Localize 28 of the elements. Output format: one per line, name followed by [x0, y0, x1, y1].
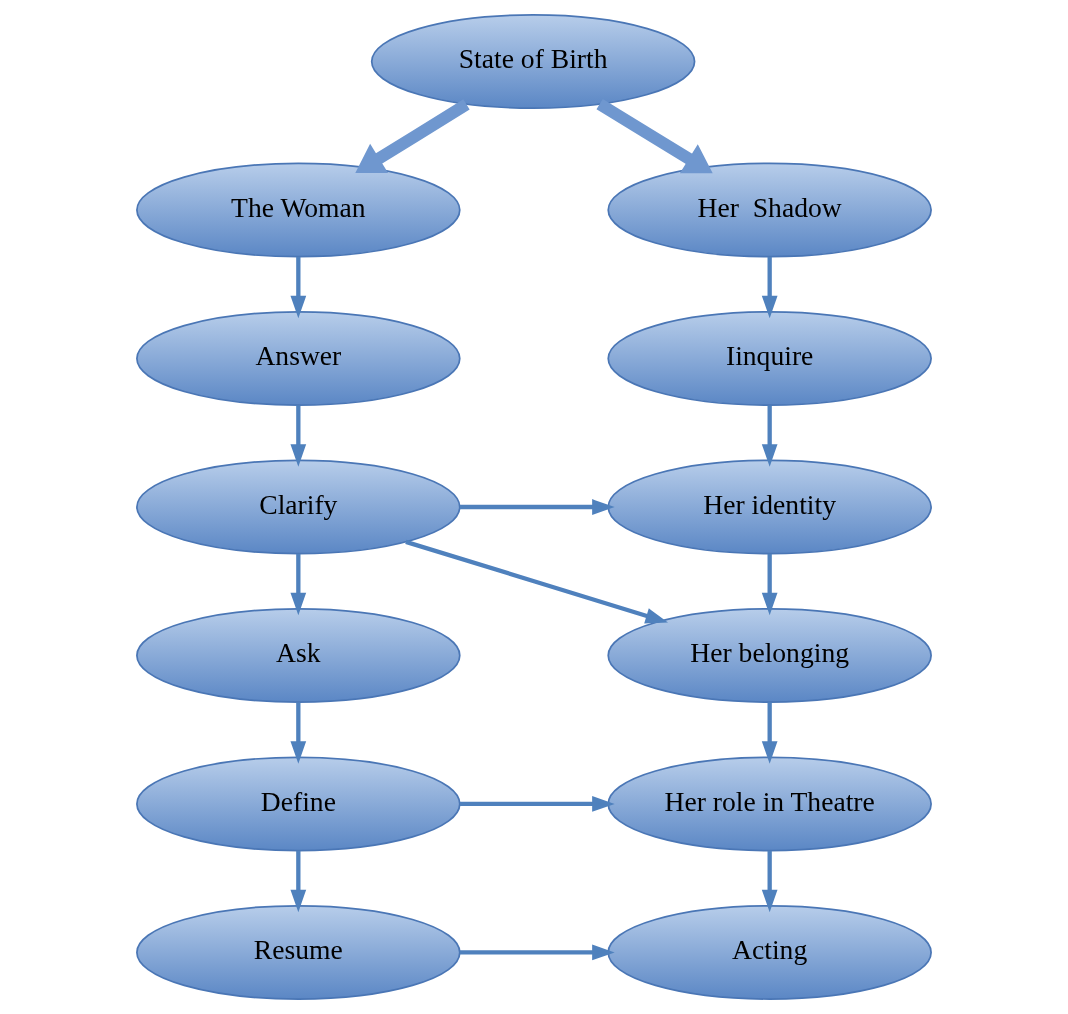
- arrow: [459, 944, 615, 961]
- arrow: [290, 702, 307, 764]
- node-ellipse: Acting: [607, 904, 932, 1000]
- arrow: [290, 850, 307, 913]
- arrow: [761, 405, 778, 467]
- node-ellipse: Her Shadow: [607, 162, 932, 258]
- arrow: [761, 553, 778, 616]
- arrow: [459, 796, 615, 812]
- arrow: [355, 99, 470, 174]
- node-ellipse: The Woman: [136, 162, 461, 258]
- node-ellipse: Answer: [136, 311, 461, 406]
- node-ellipse: Her role in Theatre: [607, 756, 932, 852]
- arrow: [761, 850, 778, 913]
- node-ellipse: Clarify: [136, 459, 461, 555]
- arrow: [459, 499, 615, 515]
- arrow: [290, 256, 307, 319]
- node-ellipse: State of Birth: [370, 14, 696, 110]
- arrow: [290, 553, 307, 616]
- arrow: [290, 405, 307, 467]
- arrow: [596, 98, 713, 174]
- arrow: [761, 702, 778, 764]
- node-ellipse: Resume: [136, 904, 461, 1000]
- node-ellipse: Her identity: [607, 459, 932, 555]
- node-ellipse: Iinquire: [607, 311, 932, 406]
- node-ellipse: Define: [136, 756, 461, 852]
- arrow: [761, 256, 778, 319]
- node-ellipse: Ask: [136, 608, 461, 703]
- arrow: [405, 539, 669, 624]
